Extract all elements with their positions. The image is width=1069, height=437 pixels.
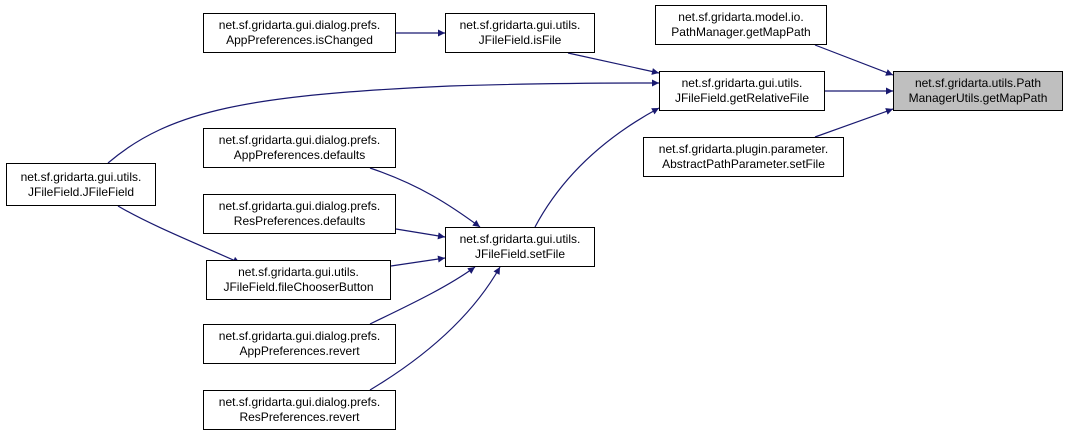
- node-label-line2: AbstractPathParameter.setFile: [662, 157, 825, 171]
- node-jff-jfilefield[interactable]: net.sf.gridarta.gui.utils.JFileField.JFi…: [6, 163, 156, 206]
- edge-jff-jfilefield-to-jff-filechooser: [117, 205, 241, 264]
- node-ap-ischanged[interactable]: net.sf.gridarta.gui.dialog.prefs.AppPref…: [203, 13, 396, 53]
- node-label-line1: net.sf.gridarta.gui.dialog.prefs.: [218, 329, 381, 343]
- node-label-line1: net.sf.gridarta.gui.utils.: [238, 265, 359, 279]
- node-label-line2: JFileField.isFile: [478, 33, 562, 47]
- node-label-line1: net.sf.gridarta.gui.utils.: [459, 232, 581, 246]
- node-app-setfile[interactable]: net.sf.gridarta.plugin.parameter.Abstrac…: [643, 137, 844, 177]
- edge-jff-filechooser-to-jff-setfile: [390, 255, 446, 267]
- node-label-line1: net.sf.gridarta.gui.dialog.prefs.: [218, 133, 381, 147]
- node-label-line1: net.sf.gridarta.model.io.: [678, 10, 804, 24]
- edge-app-setfile-to-pmu-getmappath: [814, 108, 894, 138]
- edge-jff-setfile-to-jff-getrelativefile: [534, 107, 660, 228]
- node-ap-defaults[interactable]: net.sf.gridarta.gui.dialog.prefs.AppPref…: [203, 128, 396, 168]
- node-jff-setfile[interactable]: net.sf.gridarta.gui.utils.JFileField.set…: [445, 227, 595, 267]
- node-label-line2: JFileField.getRelativeFile: [674, 91, 810, 105]
- node-ap-revert[interactable]: net.sf.gridarta.gui.dialog.prefs.AppPref…: [203, 324, 396, 364]
- node-label-line1: net.sf.gridarta.gui.utils.: [20, 169, 142, 184]
- node-jff-getrelativefile[interactable]: net.sf.gridarta.gui.utils.JFileField.get…: [659, 71, 825, 111]
- edge-ap-defaults-to-jff-setfile: [369, 167, 481, 228]
- node-pathmanager-getmappath[interactable]: net.sf.gridarta.model.io.PathManager.get…: [655, 5, 827, 45]
- node-label-line2: AppPreferences.isChanged: [226, 33, 373, 47]
- node-label-line2: ManagerUtils.getMapPath: [908, 91, 1048, 105]
- node-label-line2: JFileField.fileChooserButton: [223, 280, 374, 294]
- node-rp-revert[interactable]: net.sf.gridarta.gui.dialog.prefs.ResPref…: [203, 390, 396, 430]
- edge-pathmanager-getmappath-to-pmu-getmappath: [814, 44, 894, 76]
- node-label-line2: ResPreferences.revert: [239, 410, 360, 424]
- edge-ap-revert-to-jff-setfile: [369, 266, 476, 325]
- node-label-line1: net.sf.gridarta.gui.dialog.prefs.: [218, 395, 381, 409]
- node-label-line2: AppPreferences.defaults: [233, 148, 366, 162]
- node-jff-isfile[interactable]: net.sf.gridarta.gui.utils.JFileField.isF…: [445, 13, 595, 53]
- edge-rp-defaults-to-jff-setfile: [395, 228, 446, 240]
- node-label-line1: net.sf.gridarta.plugin.parameter.: [658, 142, 829, 156]
- node-jff-filechooser[interactable]: net.sf.gridarta.gui.utils.JFileField.fil…: [206, 260, 391, 300]
- node-label-line2: ResPreferences.defaults: [233, 214, 366, 228]
- node-label-line2: JFileField.JFileField: [27, 184, 135, 199]
- node-label-line1: net.sf.gridarta.gui.dialog.prefs.: [218, 18, 381, 32]
- node-label-line1: net.sf.gridarta.gui.utils.: [459, 18, 581, 32]
- edge-jff-isfile-to-jff-getrelativefile: [567, 52, 660, 75]
- edge-jff-jfilefield-to-jff-getrelativefile: [107, 79, 660, 164]
- node-label-line2: PathManager.getMapPath: [671, 25, 811, 39]
- node-rp-defaults[interactable]: net.sf.gridarta.gui.dialog.prefs.ResPref…: [203, 194, 396, 234]
- node-label-line2: JFileField.setFile: [474, 247, 566, 261]
- edge-rp-revert-to-jff-setfile: [369, 266, 501, 391]
- node-label-line1: net.sf.gridarta.utils.Path: [914, 76, 1042, 90]
- node-label-line1: net.sf.gridarta.gui.utils.: [681, 76, 803, 90]
- node-label-line1: net.sf.gridarta.gui.dialog.prefs.: [218, 199, 381, 213]
- node-label-line2: AppPreferences.revert: [239, 344, 360, 358]
